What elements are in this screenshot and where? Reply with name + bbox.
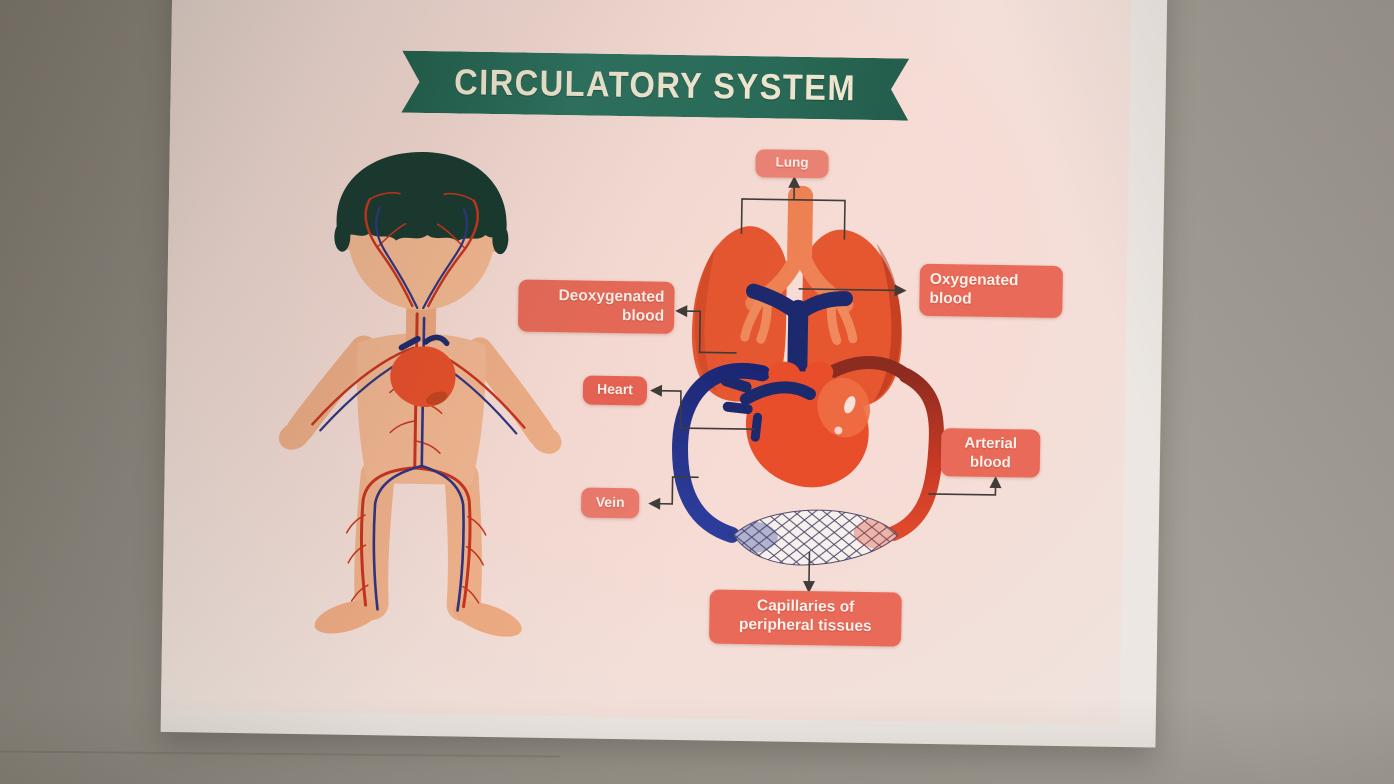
right-foot — [453, 601, 522, 637]
artery-loop — [886, 368, 944, 541]
vein-arrow-line — [654, 476, 699, 505]
heart-arrowhead — [649, 384, 663, 397]
label-lung: Lung — [755, 149, 829, 179]
aorta — [817, 356, 913, 383]
artery-branches — [345, 191, 487, 604]
heart-highlight — [817, 377, 870, 438]
body-heart-vessel — [398, 335, 421, 351]
right-hand — [530, 426, 562, 454]
presentation-slide: CIRCULATORY SYSTEM — [160, 0, 1168, 748]
arterial-arrow-line — [928, 487, 997, 496]
left-arm — [286, 335, 378, 443]
title-ribbon: CIRCULATORY SYSTEM — [401, 51, 909, 121]
deoxygenated-arrow-line — [683, 310, 737, 354]
hair-right-tuft — [492, 224, 509, 255]
arrowheads — [648, 175, 1002, 594]
left-lung — [691, 226, 787, 402]
label-deoxygenated-blood: Deoxygenated blood — [517, 279, 675, 334]
heart-glint2 — [834, 426, 843, 435]
label-heart: Heart — [582, 375, 648, 406]
vein-arrowhead — [648, 497, 661, 510]
oxygenated-arrowhead — [894, 284, 907, 297]
label-oxygenated-blood: Oxygenated blood — [919, 263, 1063, 319]
heart-navy-vessels — [720, 375, 816, 442]
left-hand — [278, 422, 310, 450]
lung-arrowhead — [788, 175, 801, 188]
right-arm — [466, 337, 554, 447]
page-title: CIRCULATORY SYSTEM — [454, 61, 857, 109]
capillaries-arrowhead — [803, 580, 816, 594]
heart-arrow-line — [655, 389, 756, 431]
heart-atrium-right — [805, 361, 834, 384]
left-lung-shading — [694, 244, 718, 393]
deoxygenated-arrowhead — [675, 305, 688, 318]
vein-loop — [672, 362, 771, 543]
pulmonary-circulation-diagram — [648, 175, 1002, 594]
heart-glint — [844, 396, 856, 414]
label-vein: Vein — [580, 487, 640, 519]
label-capillaries: Capillaries of peripheral tissues — [709, 589, 902, 647]
capillary-mesh — [733, 510, 898, 565]
trachea — [787, 185, 814, 266]
pulmonary-vessels — [746, 283, 853, 376]
body-heart-vessel2 — [422, 334, 450, 347]
human-body-figure — [278, 151, 562, 637]
arterial-arrowhead — [989, 475, 1002, 489]
oxygenated-arrow-line — [798, 288, 895, 292]
body-heart-apex — [426, 391, 448, 405]
left-foot — [314, 600, 381, 634]
hair-left-tuft — [334, 221, 351, 252]
left-leg — [354, 458, 395, 621]
slide-pink-area: CIRCULATORY SYSTEM — [160, 0, 1132, 725]
annotation-lines — [654, 183, 997, 584]
desk-edge-line — [0, 750, 560, 758]
heart-atrium-left — [768, 361, 801, 386]
hair — [336, 151, 507, 242]
label-arterial-blood: Arterial blood — [940, 428, 1041, 478]
